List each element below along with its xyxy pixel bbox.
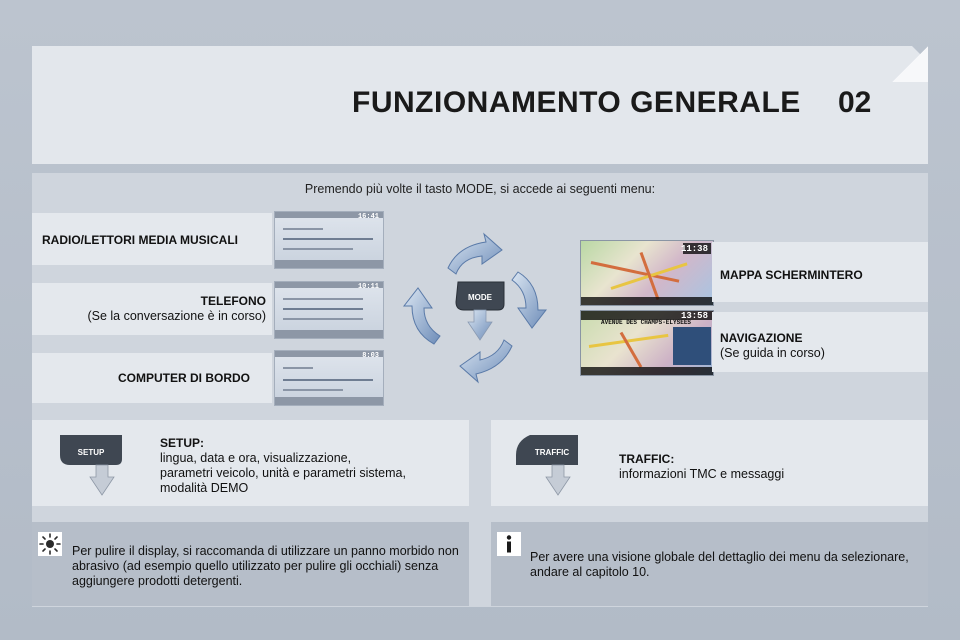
- menu-row-radio: [32, 213, 272, 265]
- mode-cycle-diagram: MODE: [402, 232, 548, 384]
- radio-screen-image: 16:41: [274, 211, 384, 269]
- intro-text: Premendo più volte il tasto MODE, si acc…: [304, 182, 656, 196]
- cycle-arrow-top-icon: [447, 232, 503, 275]
- traffic-title: TRAFFIC:: [619, 452, 675, 466]
- chapter-number: 02: [838, 86, 872, 119]
- cycle-arrow-bottom-icon: [459, 339, 513, 384]
- menu-row-navigation: [712, 312, 928, 372]
- sun-icon: [38, 532, 62, 556]
- menu-title-navigation: NAVIGAZIONE: [720, 331, 803, 345]
- mode-key-label: MODE: [468, 293, 493, 302]
- cleaning-tip-text: Per pulire il display, si raccomanda di …: [72, 544, 459, 588]
- traffic-key-label: TRAFFIC: [535, 448, 569, 457]
- menu-note-navigation: (Se guida in corso): [720, 346, 825, 360]
- computer-screen-image: 8:03: [274, 350, 384, 406]
- menu-item-navigation: NAVIGAZIONE (Se guida in corso): [720, 331, 825, 361]
- info-tip-panel: [491, 522, 928, 606]
- navigation-screen-image: AVENUE DES CHAMPS-ELYSEES 13:58: [580, 310, 714, 376]
- mode-key-icon: [455, 281, 505, 311]
- cleaning-tip-panel: [32, 522, 469, 606]
- page-fold-corner: [892, 46, 928, 82]
- setup-title: SETUP:: [160, 436, 205, 450]
- setup-line-1: lingua, data e ora, visualizzazione,: [160, 451, 352, 465]
- menu-title-computer: COMPUTER DI BORDO: [118, 371, 250, 385]
- menu-row-computer: [32, 353, 272, 403]
- menu-title-phone: TELEFONO: [200, 294, 266, 308]
- info-tip-text: Per avere una visione globale del dettag…: [530, 550, 909, 579]
- menu-note-phone: (Se la conversazione è in corso): [87, 309, 266, 323]
- cycle-arrow-left-icon: [402, 287, 441, 345]
- page-title: FUNZIONAMENTO GENERALE: [352, 86, 801, 119]
- menu-item-phone: TELEFONO (Se la conversazione è in corso…: [42, 294, 266, 324]
- full-map-screen-image: 11:38: [580, 240, 714, 306]
- phone-screen-image: 10:11: [274, 281, 384, 339]
- setup-description: SETUP: lingua, data e ora, visualizzazio…: [160, 436, 406, 496]
- setup-line-2: parametri veicolo, unità e parametri sis…: [160, 466, 406, 480]
- menu-row-phone: [32, 283, 272, 335]
- info-icon: [497, 532, 521, 556]
- menu-title-radio: RADIO/LETTORI MEDIA MUSICALI: [42, 233, 238, 247]
- setup-line-3: modalità DEMO: [160, 481, 249, 495]
- traffic-description: TRAFFIC: informazioni TMC e messaggi: [619, 452, 784, 482]
- title-panel: [32, 46, 928, 164]
- cycle-arrow-right-icon: [511, 271, 548, 329]
- menu-title-map: MAPPA SCHERMINTERO: [720, 268, 863, 282]
- traffic-line: informazioni TMC e messaggi: [619, 467, 785, 481]
- setup-key-label: SETUP: [78, 448, 105, 457]
- press-arrow-icon: [467, 309, 493, 341]
- traffic-key-icon: TRAFFIC: [516, 435, 578, 496]
- menu-row-map: [712, 242, 928, 302]
- setup-key-icon: SETUP: [60, 435, 122, 496]
